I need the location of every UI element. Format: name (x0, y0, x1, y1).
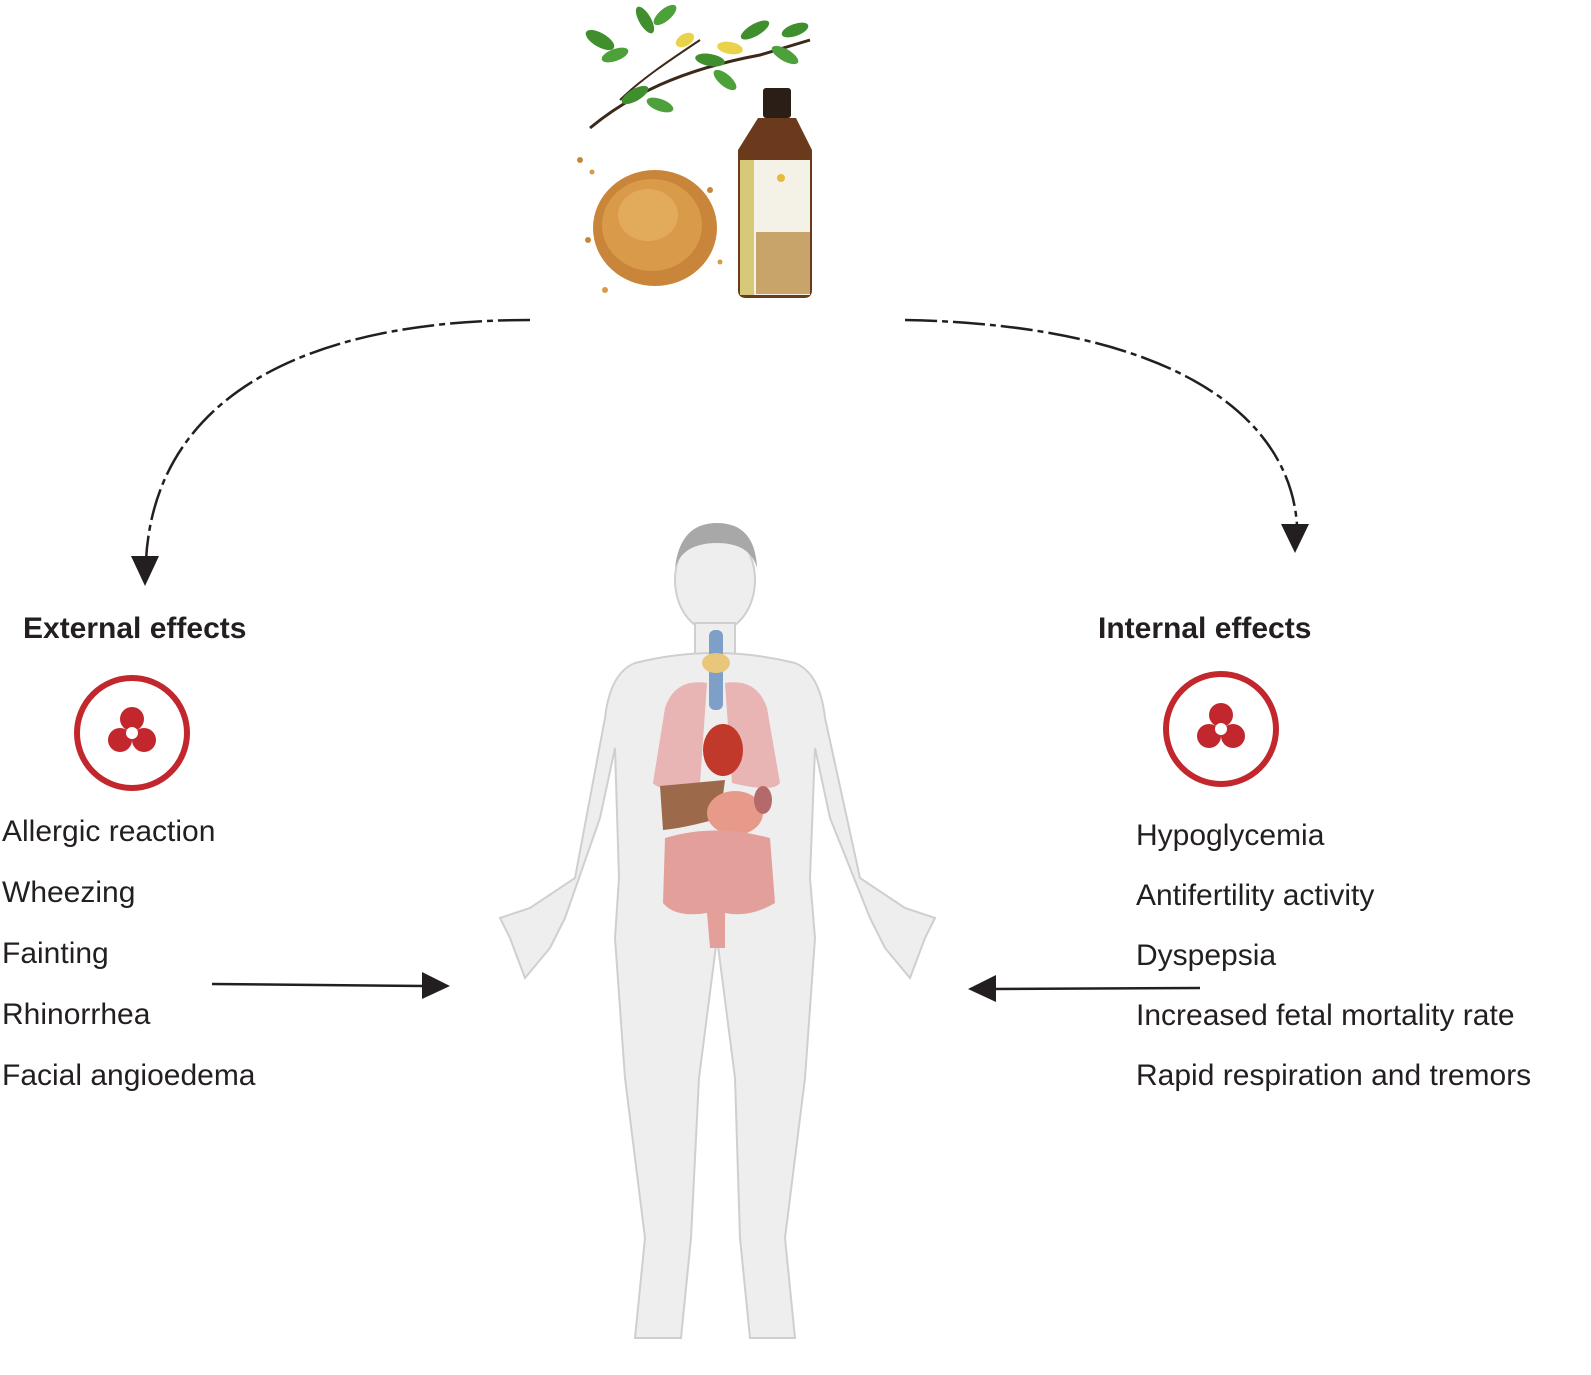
external-to-body-arrowhead-icon (422, 972, 450, 999)
external-effects-heading: External effects (23, 612, 247, 645)
list-item: Antifertility activity (1136, 879, 1375, 912)
fenugreek-branch-icon (585, 4, 811, 130)
list-item: Facial angioedema (2, 1059, 256, 1092)
list-item: Fainting (2, 937, 109, 970)
fenugreek-seeds-icon (577, 157, 723, 293)
oil-bottle-icon (738, 88, 812, 298)
external-to-body-arrow (211, 982, 426, 988)
stomach-icon (707, 791, 763, 835)
list-item: Rapid respiration and tremors (1136, 1059, 1532, 1092)
hair-icon (675, 523, 757, 568)
thyroid-icon (702, 653, 730, 673)
external-effects-list: Allergic reaction Wheezing Fainting Rhin… (2, 817, 256, 1122)
external-curved-arrow (144, 318, 531, 561)
external-arrowhead-icon (131, 556, 159, 586)
internal-arrowhead-icon (1281, 524, 1309, 553)
internal-to-body-arrow (991, 986, 1201, 991)
left-lung-icon (653, 682, 707, 788)
list-item: Rhinorrhea (2, 998, 151, 1031)
list-item: Dyspepsia (1136, 939, 1277, 972)
external-biohazard-icon (74, 675, 190, 791)
fenugreek-illustration (577, 4, 812, 298)
internal-effects-heading: Internal effects (1098, 612, 1312, 645)
list-item: Allergic reaction (2, 815, 216, 848)
internal-to-body-arrowhead-icon (968, 975, 996, 1002)
human-body-illustration (498, 523, 937, 1339)
intestines-icon (663, 830, 775, 948)
internal-effects-list: Hypoglycemia Antifertility activity Dysp… (1136, 821, 1531, 1121)
kidney-icon (754, 786, 772, 814)
list-item: Wheezing (2, 876, 136, 909)
list-item: Hypoglycemia (1136, 819, 1325, 852)
heart-icon (703, 724, 743, 776)
list-item: Increased fetal mortality rate (1136, 999, 1515, 1032)
internal-biohazard-icon (1163, 671, 1279, 787)
internal-curved-arrow (904, 318, 1299, 526)
